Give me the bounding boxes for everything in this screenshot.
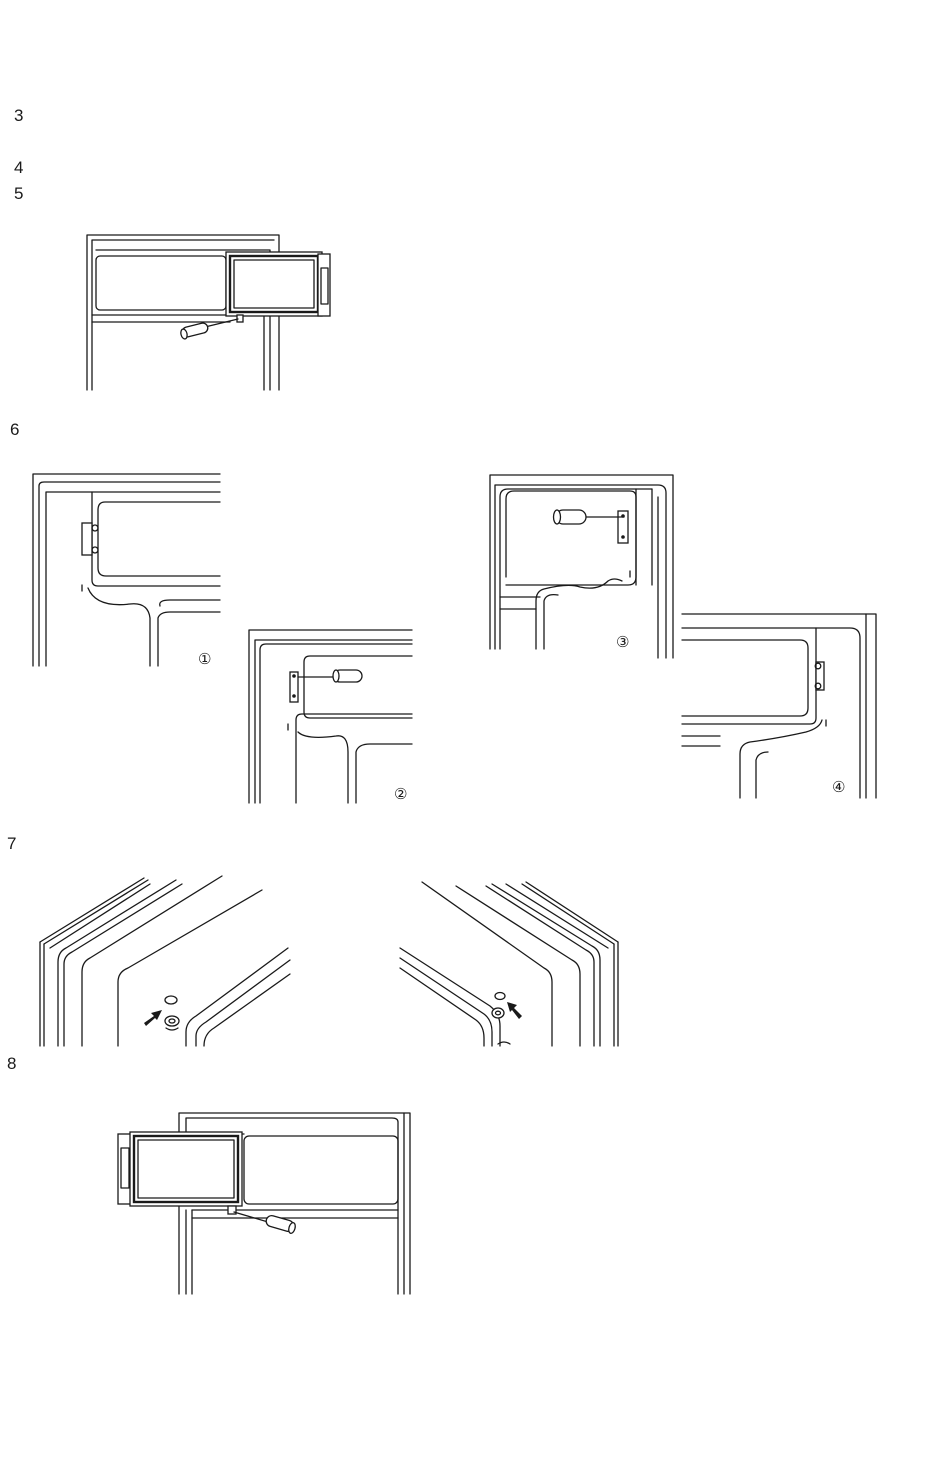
figure-step-8-door-open <box>116 1110 414 1296</box>
figure-step-5-door-open <box>80 230 340 392</box>
panel-label-4: ④ <box>832 778 845 796</box>
figure-step-6-panel-1: ① <box>30 472 225 668</box>
arrow-icon <box>144 1010 162 1026</box>
panel-label-3: ③ <box>616 633 629 651</box>
figure-step-7-right <box>396 876 621 1048</box>
screwdriver-icon <box>234 1212 296 1234</box>
step-number-6: 6 <box>10 421 19 438</box>
panel-label-2: ② <box>394 785 407 803</box>
step-number-5: 5 <box>14 185 23 202</box>
step-number-8: 8 <box>7 1055 16 1072</box>
figure-step-7-left <box>36 872 296 1048</box>
figure-step-6-panel-4: ④ <box>680 612 880 800</box>
figure-step-6-panel-3: ③ <box>488 473 676 659</box>
step-number-3: 3 <box>14 107 23 124</box>
figure-step-6-panel-2: ② <box>246 628 414 804</box>
step-number-7: 7 <box>7 835 16 852</box>
panel-label-1: ① <box>198 650 211 668</box>
screwdriver-icon <box>554 510 625 524</box>
arrow-icon <box>507 1002 522 1019</box>
step-number-4: 4 <box>14 159 23 176</box>
screwdriver-icon <box>298 670 362 682</box>
